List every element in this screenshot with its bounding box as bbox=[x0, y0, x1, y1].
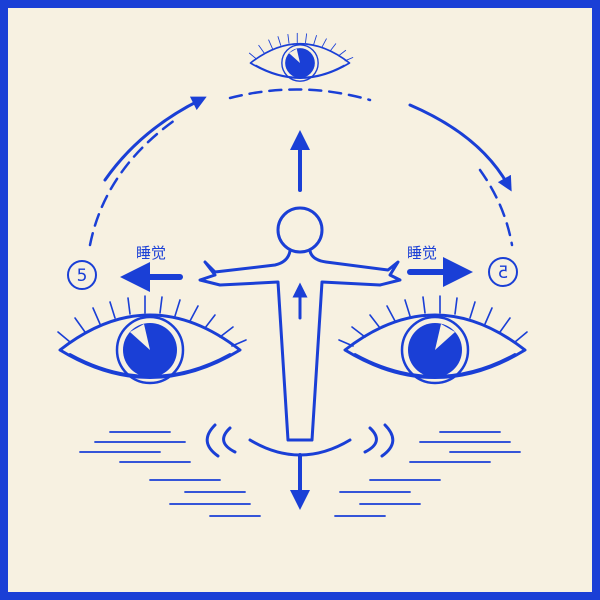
wave-lines bbox=[79, 431, 521, 517]
number-right-mirrored: 5 bbox=[498, 263, 509, 283]
ripples bbox=[205, 423, 395, 458]
dashed-arc bbox=[88, 88, 514, 247]
number-circle-left bbox=[67, 260, 97, 290]
label-right: 睡觉 bbox=[407, 244, 437, 262]
number-circle-right bbox=[488, 257, 518, 287]
label-left: 睡觉 bbox=[136, 244, 166, 262]
number-left: 5 bbox=[77, 266, 88, 286]
human-figure bbox=[198, 206, 402, 442]
